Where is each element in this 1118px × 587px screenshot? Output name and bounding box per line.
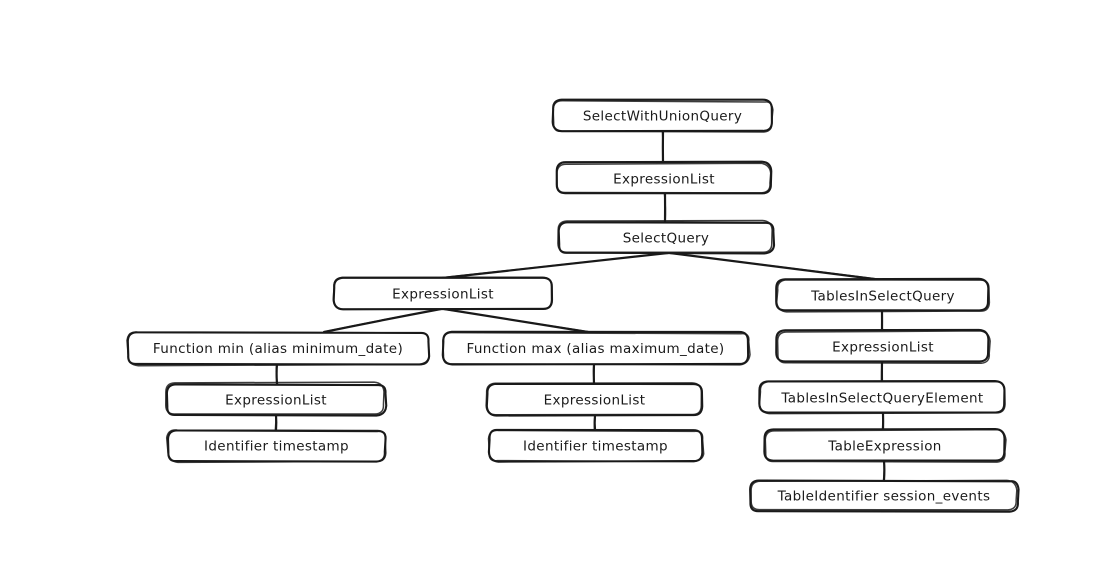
tree-node[interactable]: SelectQuery xyxy=(557,219,776,255)
nodes-layer: SelectWithUnionQueryExpressionListSelect… xyxy=(126,98,1020,513)
node-label: ExpressionList xyxy=(225,393,327,409)
tree-node[interactable]: ExpressionList xyxy=(555,160,773,195)
tree-edge xyxy=(881,411,885,432)
node-box-sketch-overlay xyxy=(165,381,385,415)
node-label: ExpressionList xyxy=(613,172,715,188)
node-box-sketch-overlay xyxy=(764,428,1007,463)
tree-node[interactable]: Identifier timestamp xyxy=(487,428,705,463)
node-label: ExpressionList xyxy=(544,393,646,409)
tree-node[interactable]: ExpressionList xyxy=(775,328,991,365)
tree-edge xyxy=(882,459,886,482)
tree-edge xyxy=(592,362,596,386)
node-label: SelectWithUnionQuery xyxy=(583,109,742,125)
node-box xyxy=(557,221,776,255)
node-label: TableIdentifier session_events xyxy=(777,489,991,505)
tree-edge xyxy=(322,307,443,334)
node-box-sketch-overlay xyxy=(556,162,772,194)
node-box-sketch-overlay xyxy=(775,279,991,313)
tree-node[interactable]: ExpressionList xyxy=(165,381,388,417)
tree-edge xyxy=(661,129,665,165)
tree-edge xyxy=(593,413,597,432)
node-label: Identifier timestamp xyxy=(204,439,349,455)
node-label: Function max (alias maximum_date) xyxy=(466,341,724,357)
node-box-sketch-overlay xyxy=(332,276,553,310)
node-label: TablesInSelectQuery xyxy=(810,289,955,305)
tree-node[interactable]: TableIdentifier session_events xyxy=(749,479,1020,513)
node-box-sketch-overlay xyxy=(165,429,387,464)
node-label: Identifier timestamp xyxy=(523,439,668,455)
tree-edge xyxy=(275,362,279,386)
node-box-sketch-overlay xyxy=(557,219,773,254)
node-box-sketch-overlay xyxy=(442,331,751,366)
tree-edge xyxy=(880,360,884,384)
node-box-sketch-overlay xyxy=(126,331,430,367)
tree-edge xyxy=(440,251,670,280)
tree-node[interactable]: Function min (alias minimum_date) xyxy=(126,331,431,367)
node-box-sketch-overlay xyxy=(487,429,705,463)
node-label: ExpressionList xyxy=(392,287,494,303)
tree-node[interactable]: TablesInSelectQuery xyxy=(775,277,991,313)
node-box-sketch-overlay xyxy=(758,380,1006,415)
node-box xyxy=(749,479,1020,513)
tree-node[interactable]: TableExpression xyxy=(763,428,1007,463)
node-label: ExpressionList xyxy=(832,340,934,356)
node-box-sketch-overlay xyxy=(552,100,774,133)
tree-edge xyxy=(663,192,667,224)
node-box-sketch-overlay xyxy=(485,382,703,416)
node-label: TablesInSelectQueryElement xyxy=(780,391,983,407)
tree-edge xyxy=(880,309,884,333)
tree-node[interactable]: TablesInSelectQueryElement xyxy=(758,379,1006,415)
node-box xyxy=(165,383,388,417)
tree-node[interactable]: SelectWithUnionQuery xyxy=(551,98,774,133)
tree-node[interactable]: ExpressionList xyxy=(485,382,704,417)
node-label: TableExpression xyxy=(827,439,941,455)
tree-node[interactable]: ExpressionList xyxy=(332,276,554,311)
tree-node[interactable]: Identifier timestamp xyxy=(165,429,387,464)
node-label: SelectQuery xyxy=(623,231,710,247)
tree-node[interactable]: Function max (alias maximum_date) xyxy=(441,330,751,366)
node-box-sketch-overlay xyxy=(776,330,991,365)
tree-edge xyxy=(274,413,278,432)
node-box-sketch-overlay xyxy=(750,479,1018,511)
tree-edge xyxy=(442,307,590,334)
node-label: Function min (alias minimum_date) xyxy=(153,341,403,357)
tree-edge xyxy=(668,251,884,282)
